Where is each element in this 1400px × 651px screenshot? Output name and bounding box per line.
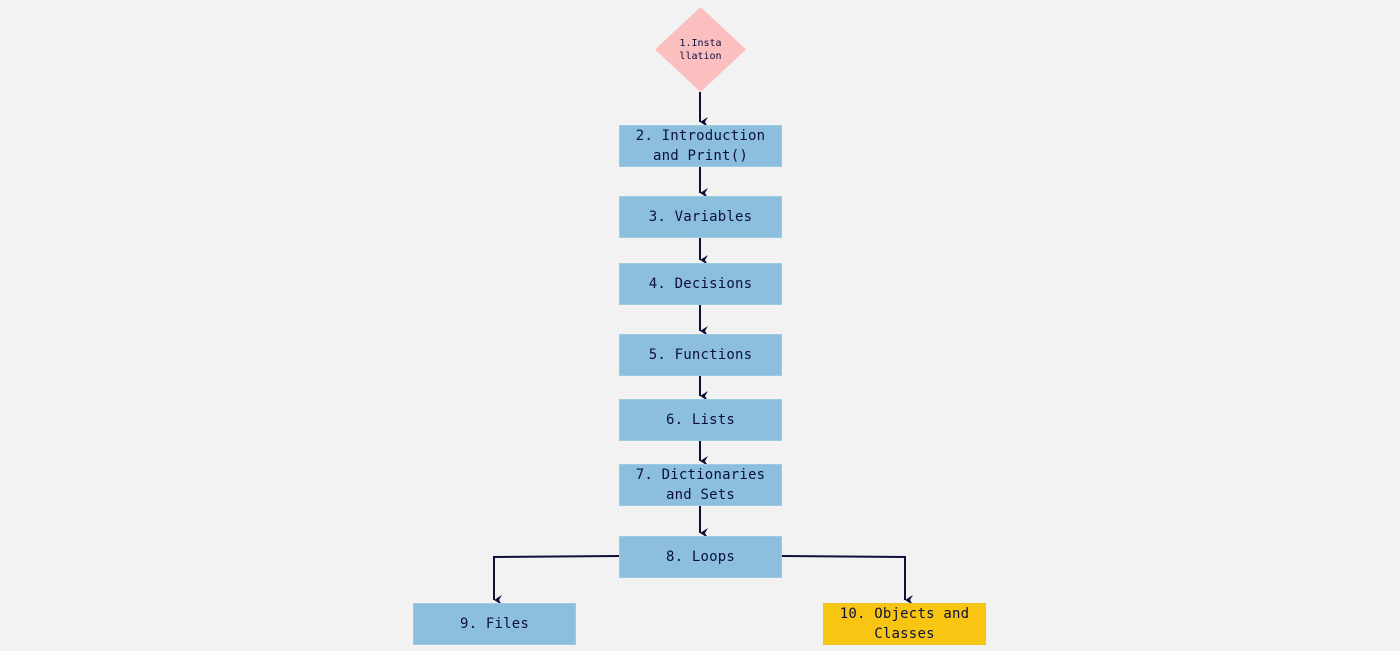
diamond-shape xyxy=(655,7,746,92)
step-introduction: 2. Introduction and Print() xyxy=(619,125,782,167)
step-dictionaries: 7. Dictionaries and Sets xyxy=(619,464,782,506)
step-loops: 8. Loops xyxy=(619,536,782,578)
step-lists: 6. Lists xyxy=(619,399,782,441)
step-decisions: 4. Decisions xyxy=(619,263,782,305)
branch-files: 9. Files xyxy=(413,603,576,645)
branch-objects-and-classes: 10. Objects and Classes xyxy=(823,603,986,645)
step-variables: 3. Variables xyxy=(619,196,782,238)
arrow-loops-to-files xyxy=(493,555,620,605)
step-functions: 5. Functions xyxy=(619,334,782,376)
start-node-label: 1.Insta llation xyxy=(679,37,722,62)
start-node-installation: 1.Insta llation xyxy=(655,7,746,92)
arrow-loops-to-objects xyxy=(781,555,913,605)
